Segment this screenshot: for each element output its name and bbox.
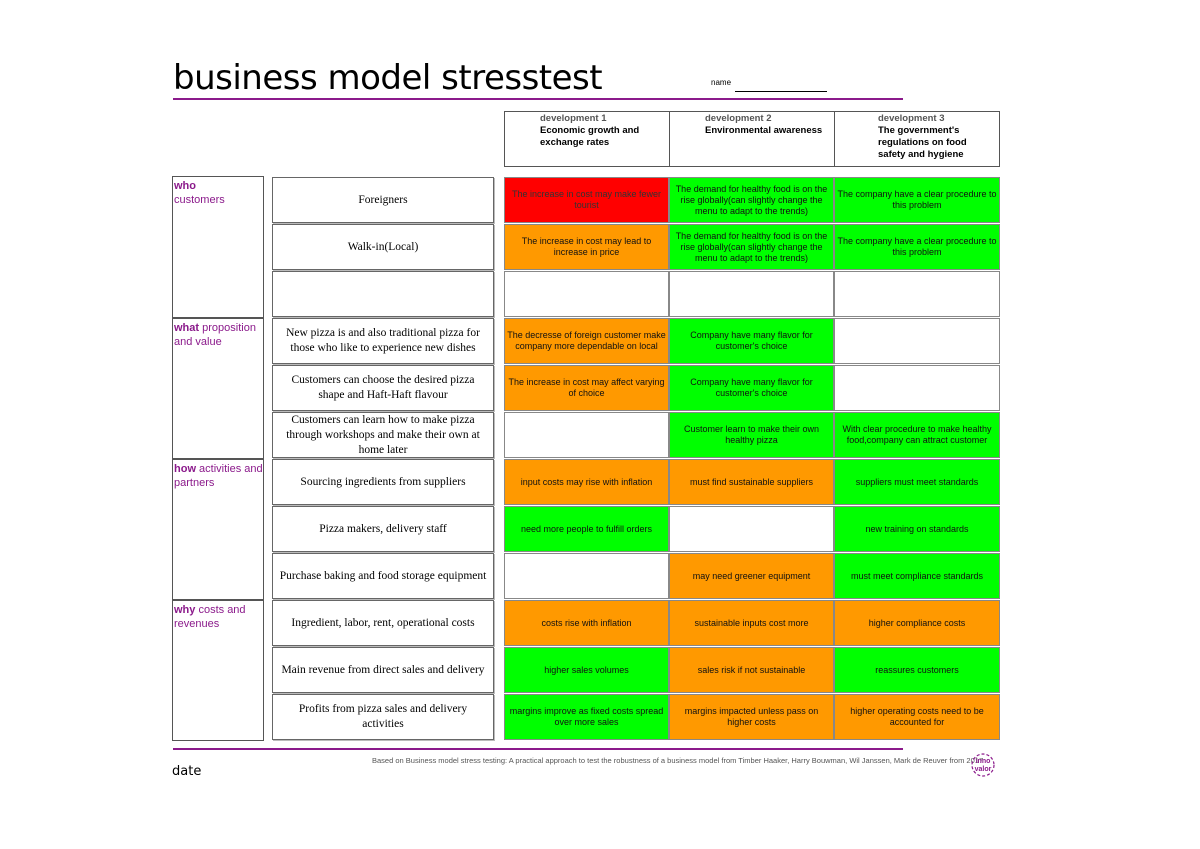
- row-label: Profits from pizza sales and delivery ac…: [272, 694, 494, 740]
- impact-cell-dev1[interactable]: [504, 271, 669, 317]
- impact-cell-dev3[interactable]: The company have a clear procedure to th…: [834, 224, 1000, 270]
- impact-cell-dev1[interactable]: The increase in cost may affect varying …: [504, 365, 669, 411]
- impact-cell-dev2[interactable]: [669, 271, 834, 317]
- page-title: business model stresstest: [173, 58, 603, 98]
- row-label: Sourcing ingredients from suppliers: [272, 459, 494, 505]
- section-what: what proposition and value: [172, 318, 264, 459]
- impact-cell-dev3[interactable]: higher compliance costs: [834, 600, 1000, 646]
- section-why-text: costs and revenues: [174, 604, 246, 630]
- impact-cell-dev1[interactable]: The increase in cost may lead to increas…: [504, 224, 669, 270]
- row-label: New pizza is and also traditional pizza …: [272, 318, 494, 364]
- impact-cell-dev2[interactable]: sales risk if not sustainable: [669, 647, 834, 693]
- row-label: Purchase baking and food storage equipme…: [272, 553, 494, 599]
- impact-cell-dev2[interactable]: [669, 506, 834, 552]
- impact-cell-dev2[interactable]: Company have many flavor for customer's …: [669, 318, 834, 364]
- development-2-header: development 2 Environmental awareness: [669, 111, 834, 167]
- impact-cell-dev2[interactable]: Company have many flavor for customer's …: [669, 365, 834, 411]
- impact-cell-dev2[interactable]: sustainable inputs cost more: [669, 600, 834, 646]
- impact-cell-dev2[interactable]: must find sustainable suppliers: [669, 459, 834, 505]
- row-label: Ingredient, labor, rent, operational cos…: [272, 600, 494, 646]
- section-what-keyword: what: [174, 322, 200, 334]
- source-note: Based on Business model stress testing: …: [372, 756, 984, 765]
- name-field[interactable]: [735, 91, 827, 92]
- development-1-header: development 1 Economic growth and exchan…: [504, 111, 669, 167]
- impact-cell-dev2[interactable]: Customer learn to make their own healthy…: [669, 412, 834, 458]
- section-why: why costs and revenues: [172, 600, 264, 741]
- section-who: who customers: [172, 176, 264, 318]
- impact-cell-dev3[interactable]: [834, 318, 1000, 364]
- impact-cell-dev3[interactable]: The company have a clear procedure to th…: [834, 177, 1000, 223]
- impact-cell-dev1[interactable]: The decresse of foreign customer make co…: [504, 318, 669, 364]
- impact-cell-dev1[interactable]: input costs may rise with inflation: [504, 459, 669, 505]
- impact-cell-dev1[interactable]: The increase in cost may make fewer tour…: [504, 177, 669, 223]
- impact-cell-dev1[interactable]: [504, 412, 669, 458]
- section-why-keyword: why: [174, 604, 196, 616]
- development-1-text: Economic growth and exchange rates: [540, 125, 640, 148]
- impact-cell-dev3[interactable]: must meet compliance standards: [834, 553, 1000, 599]
- row-label: [272, 271, 494, 317]
- section-how: how activities and partners: [172, 459, 264, 600]
- impact-cell-dev1[interactable]: need more people to fulfill orders: [504, 506, 669, 552]
- impact-cell-dev2[interactable]: may need greener equipment: [669, 553, 834, 599]
- impact-cell-dev3[interactable]: [834, 365, 1000, 411]
- section-what-text: proposition and value: [174, 322, 256, 348]
- impact-cell-dev1[interactable]: costs rise with inflation: [504, 600, 669, 646]
- section-how-text: activities and partners: [174, 463, 263, 489]
- development-3-text: The government's regulations on food saf…: [878, 125, 967, 160]
- innovalor-logo: inno valor: [971, 753, 995, 777]
- row-label: Foreigners: [272, 177, 494, 223]
- impact-cell-dev2[interactable]: margins impacted unless pass on higher c…: [669, 694, 834, 740]
- row-label: Customers can choose the desired pizza s…: [272, 365, 494, 411]
- svg-text:inno: inno: [976, 758, 991, 765]
- row-label: Main revenue from direct sales and deliv…: [272, 647, 494, 693]
- date-label: date: [172, 764, 202, 779]
- svg-text:valor: valor: [975, 766, 992, 773]
- development-2-text: Environmental awareness: [705, 125, 823, 136]
- section-how-keyword: how: [174, 463, 196, 475]
- impact-cell-dev2[interactable]: The demand for healthy food is on the ri…: [669, 177, 834, 223]
- impact-cell-dev3[interactable]: suppliers must meet standards: [834, 459, 1000, 505]
- development-1-number: development 1: [540, 113, 607, 124]
- development-3-header: development 3 The government's regulatio…: [834, 111, 1000, 167]
- row-label: Pizza makers, delivery staff: [272, 506, 494, 552]
- impact-cell-dev2[interactable]: The demand for healthy food is on the ri…: [669, 224, 834, 270]
- development-3-number: development 3: [878, 113, 945, 124]
- impact-cell-dev3[interactable]: new training on standards: [834, 506, 1000, 552]
- impact-cell-dev3[interactable]: [834, 271, 1000, 317]
- impact-cell-dev1[interactable]: higher sales volumes: [504, 647, 669, 693]
- development-2-number: development 2: [705, 113, 772, 124]
- impact-cell-dev1[interactable]: margins improve as fixed costs spread ov…: [504, 694, 669, 740]
- impact-cell-dev1[interactable]: [504, 553, 669, 599]
- title-divider: [173, 98, 903, 100]
- footer-divider: [173, 748, 903, 750]
- impact-cell-dev3[interactable]: reassures customers: [834, 647, 1000, 693]
- section-who-keyword: who: [174, 180, 196, 192]
- row-label: Customers can learn how to make pizza th…: [272, 412, 494, 458]
- impact-cell-dev3[interactable]: With clear procedure to make healthy foo…: [834, 412, 1000, 458]
- row-label: Walk-in(Local): [272, 224, 494, 270]
- impact-cell-dev3[interactable]: higher operating costs need to be accoun…: [834, 694, 1000, 740]
- name-label: name: [711, 78, 732, 87]
- section-who-text: customers: [174, 194, 225, 206]
